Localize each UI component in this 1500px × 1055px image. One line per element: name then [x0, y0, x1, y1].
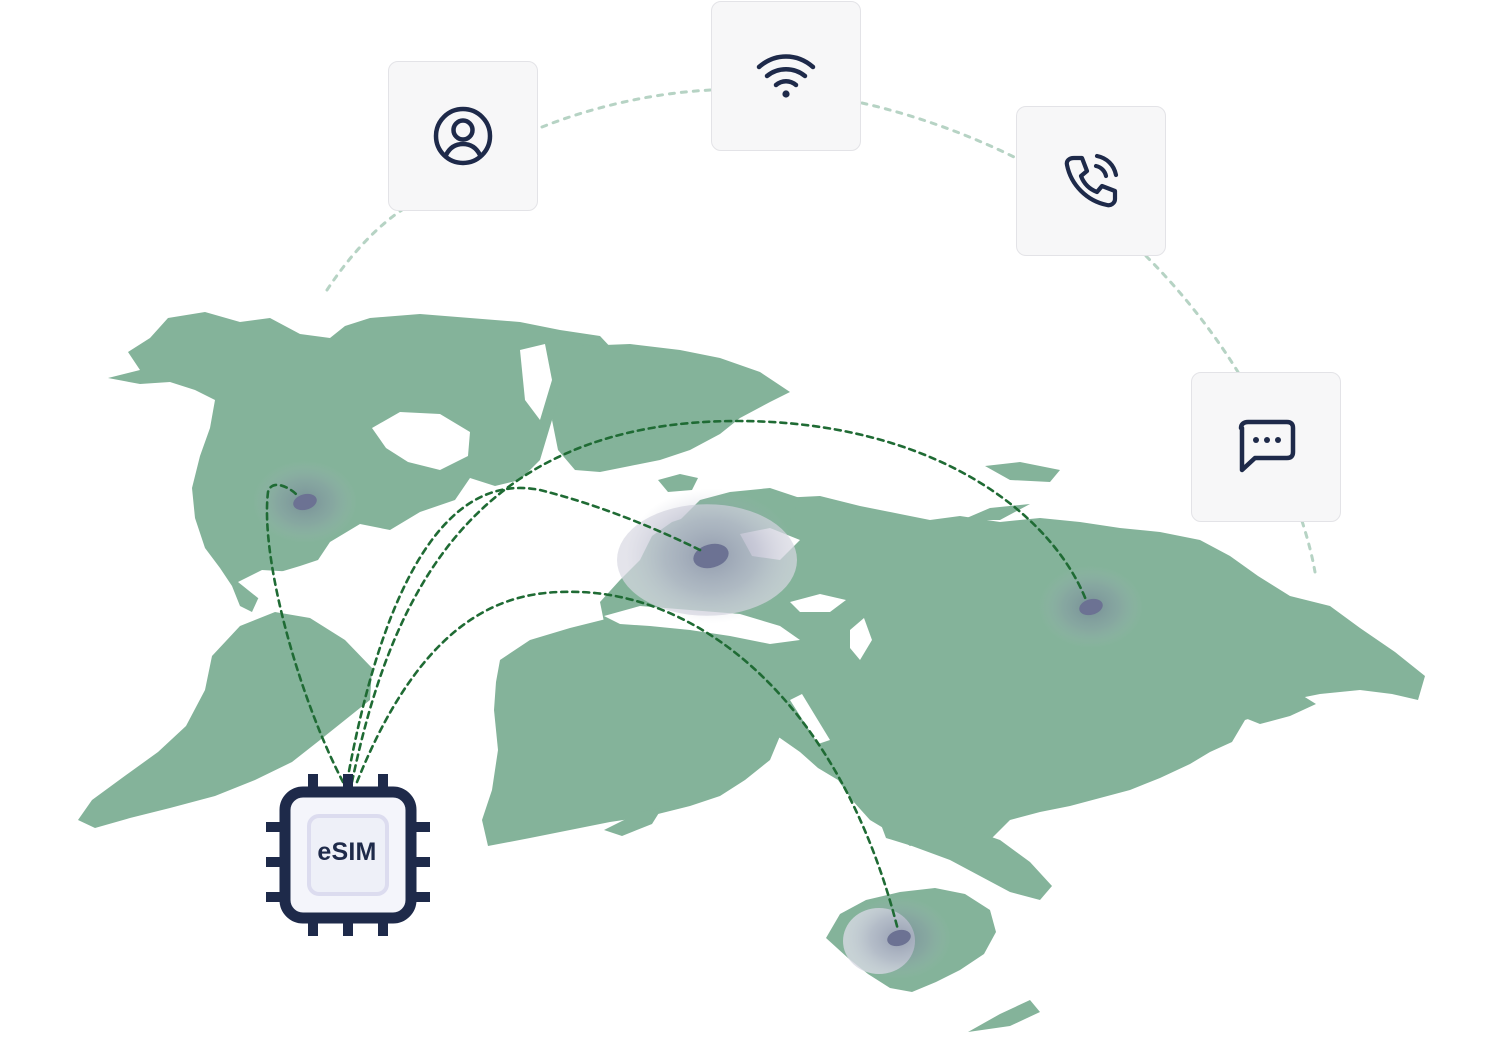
wifi-card[interactable] — [711, 1, 861, 151]
chat-bubble-icon — [1238, 419, 1296, 473]
hotspot-europe — [617, 488, 797, 624]
phone-call-icon — [1064, 153, 1119, 208]
landmass-arctic-islands — [985, 462, 1060, 482]
route-europe — [345, 486, 706, 784]
wifi-icon — [756, 54, 816, 98]
world-map — [78, 312, 1425, 1032]
chip-pin — [266, 822, 286, 832]
esim-chip — [266, 774, 430, 936]
esim-label: eSIM — [317, 838, 377, 866]
chip-pin — [308, 916, 318, 936]
route-north-america — [265, 483, 345, 784]
landmass-novaya-zemlya — [962, 504, 1030, 520]
chip-pin — [378, 916, 388, 936]
hudson-bay — [372, 412, 470, 470]
landmass-africa — [482, 618, 780, 846]
caspian-sea — [850, 618, 872, 660]
red-sea — [790, 694, 830, 744]
chip-pin — [343, 916, 353, 936]
route-layer — [265, 419, 1088, 932]
landmass-eurasia — [600, 496, 1425, 848]
chip-pin — [308, 774, 318, 794]
landmass-japan — [1240, 694, 1316, 724]
user-circle-icon — [433, 106, 493, 166]
orbit-arc — [325, 88, 1317, 574]
landmass-south-america — [78, 612, 372, 828]
chip-pin — [410, 857, 430, 867]
profile-card[interactable] — [388, 61, 538, 211]
chip-inner-frame — [307, 814, 389, 896]
hotspot-russia — [1038, 565, 1144, 649]
chip-pin — [410, 822, 430, 832]
chip-pin — [410, 892, 430, 902]
hotspot-north-america — [252, 460, 358, 544]
landmass-indonesia — [880, 812, 1052, 900]
chip-pin — [343, 774, 353, 794]
landmass-iceland — [658, 474, 698, 492]
black-sea — [790, 594, 846, 612]
baffin-strait — [520, 344, 552, 420]
chip-pin — [266, 857, 286, 867]
landmass-madagascar — [604, 808, 662, 836]
phone-call-card[interactable] — [1016, 106, 1166, 256]
landmass-greenland — [552, 344, 790, 472]
route-australia — [355, 590, 900, 932]
landmass-north-america — [108, 312, 615, 612]
landmass-arabia — [820, 700, 892, 760]
route-russia — [350, 419, 1088, 784]
landmass-new-zealand — [968, 1000, 1040, 1032]
chip-pin — [266, 892, 286, 902]
mediterranean-sea — [604, 606, 800, 644]
chip-pins — [266, 774, 430, 936]
chip-pin — [378, 774, 388, 794]
chat-card[interactable] — [1191, 372, 1341, 522]
